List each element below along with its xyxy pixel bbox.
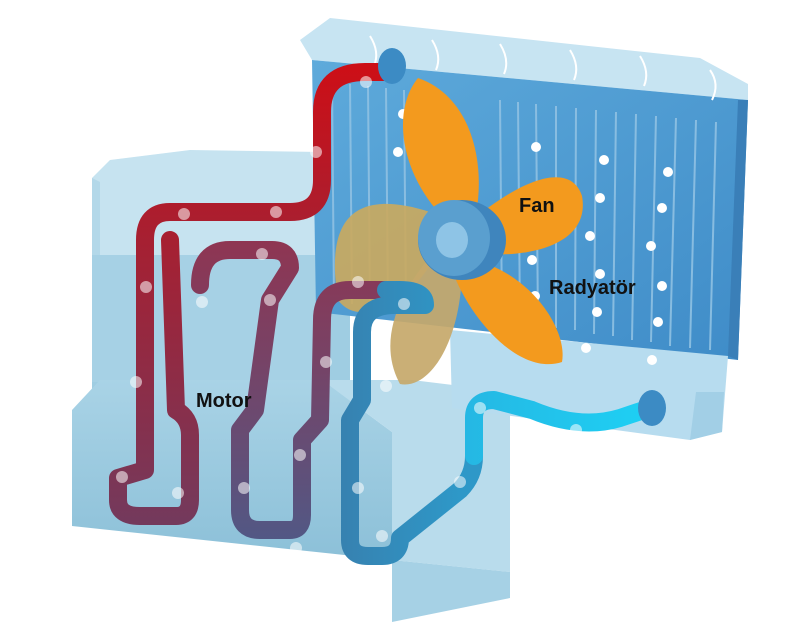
- fan-blade-back-bottom: [390, 250, 462, 385]
- engine-head-side: [92, 178, 100, 262]
- warm-pipe: [191, 241, 395, 539]
- radiator-bottom-cap: [690, 392, 724, 440]
- pipe-bubbles: [116, 76, 582, 554]
- fan-blade-bottom: [452, 258, 563, 365]
- pipe-connectors: [378, 48, 666, 426]
- radiator-side: [728, 100, 748, 360]
- fan-label: Fan: [519, 195, 555, 217]
- radiator-tank-ribs: [369, 35, 717, 101]
- radiator-bubbles: [393, 109, 673, 365]
- engine-label: Motor: [196, 390, 252, 412]
- fan-blade-top: [402, 78, 479, 214]
- radiator-top-tank: [300, 18, 748, 100]
- engine-base-side: [392, 560, 510, 622]
- hot-pipe: [109, 63, 399, 525]
- fan-hub-center: [436, 222, 468, 258]
- cool-pipe: [341, 281, 483, 565]
- radiator-label: Radyatör: [549, 277, 636, 299]
- bottom-hose-connector: [638, 390, 666, 426]
- top-hose-connector: [378, 48, 406, 84]
- fan-assembly: [334, 78, 583, 385]
- engine-lower-side: [322, 380, 510, 572]
